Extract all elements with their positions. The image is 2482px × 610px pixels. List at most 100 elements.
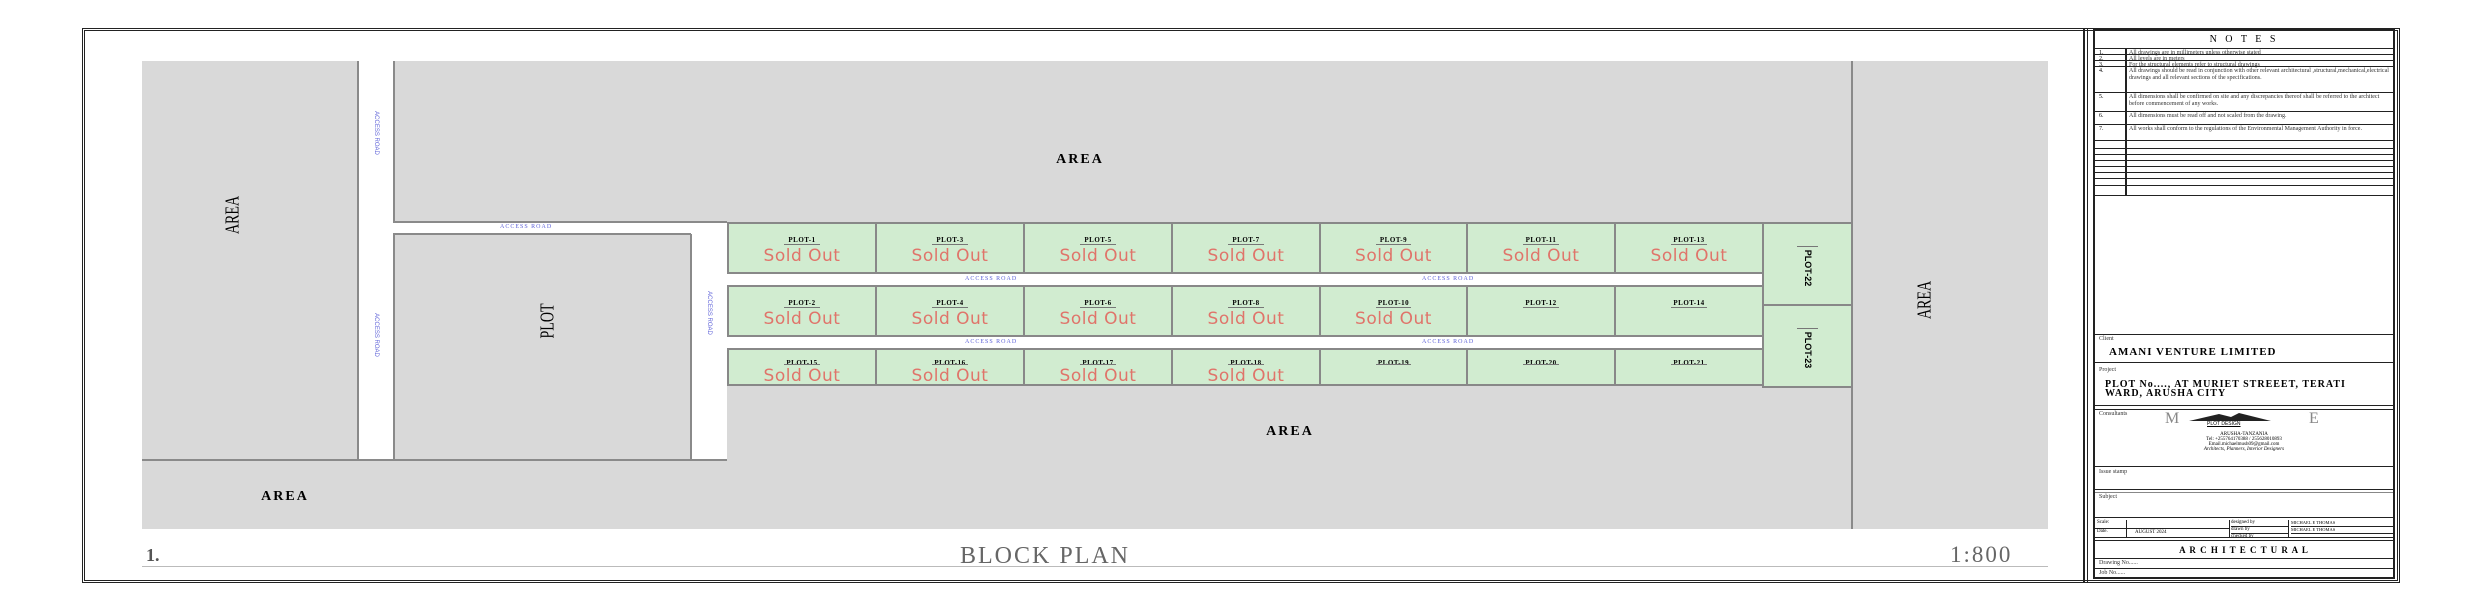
plot-area-text — [1671, 307, 1707, 309]
plot-plot-20[interactable]: PLOT-20 — [1466, 348, 1616, 386]
note-text: For the structural elements refer to str… — [2129, 62, 2260, 68]
plot-access-road-2 — [727, 337, 1762, 348]
sold-out-label: Sold Out — [1207, 365, 1285, 386]
plot-access-road-1 — [727, 274, 1762, 285]
checked-by-label: checked by — [2231, 534, 2254, 539]
sold-out-label: Sold Out — [763, 365, 841, 386]
plot-area-text — [1376, 307, 1411, 309]
drawing-scale: 1:800 — [1950, 542, 2013, 567]
note-number: 1. — [2099, 50, 2104, 56]
sold-out-label: Sold Out — [1502, 246, 1580, 267]
boundary-line — [690, 234, 692, 460]
title-underline — [142, 566, 2048, 567]
logo-name: PLOT DESIGN — [2207, 421, 2241, 427]
access-road-label: ACCESS ROAD — [706, 291, 712, 335]
plot-label: PLOT-9 — [1379, 236, 1408, 245]
plot-plot-22[interactable]: PLOT-22 — [1762, 222, 1853, 306]
plot-area-text — [932, 244, 968, 246]
plot-label: PLOT-23 — [1802, 331, 1813, 369]
drawing-number: 1. — [146, 545, 160, 565]
plot-label: PLOT-10 — [1377, 299, 1410, 308]
plot-plot-21[interactable]: PLOT-21 — [1614, 348, 1764, 386]
note-item: 4.All drawings should be read in conjunc… — [2095, 67, 2393, 93]
sold-out-label: Sold Out — [763, 309, 841, 330]
plot-area-text — [1797, 246, 1818, 248]
note-text: All levels are in meters — [2129, 56, 2185, 62]
drawn-by-label: drawn by — [2231, 527, 2288, 534]
note-text: All drawings are in millimeters unless o… — [2129, 50, 2261, 56]
designed-by-value: MICHAEL E THOMAS — [2291, 520, 2393, 527]
consultant-phone: Tel: +255764170388 / 255628010893 — [2206, 437, 2282, 442]
sold-out-label: Sold Out — [1355, 309, 1432, 330]
client-section: Client AMANI VENTURE LIMITED — [2095, 334, 2393, 363]
sold-out-label: Sold Out — [1650, 246, 1728, 267]
note-text: All works shall conform to the regulatio… — [2129, 126, 2362, 132]
note-item: 5.All dimensions shall be confirmed on s… — [2095, 93, 2393, 112]
discipline-section: A R C H I T E C T U R A L — [2095, 540, 2393, 559]
plot-label: PLOT-6 — [1084, 299, 1112, 308]
plot-label: PLOT-17 — [1082, 358, 1114, 367]
boundary-line — [393, 234, 395, 460]
plot-area-text — [784, 364, 820, 366]
boundary-line — [142, 459, 727, 461]
access-road-label: ACCESS ROAD — [500, 224, 553, 230]
plot-label: PLOT-15 — [786, 358, 818, 367]
plot-plot-19[interactable]: PLOT-19 — [1319, 348, 1468, 386]
plot-label: PLOT-1 — [788, 236, 816, 245]
plot-area-text — [1523, 307, 1559, 309]
area-label-right: AREA — [1913, 280, 1936, 320]
plot-label: PLOT-7 — [1232, 236, 1260, 245]
plot-plot-12[interactable]: PLOT-12 — [1466, 285, 1616, 337]
plot-area-text — [1523, 364, 1559, 366]
note-number: 4. — [2099, 68, 2104, 74]
boundary-line — [357, 61, 359, 460]
issue-stamp-label: Issue stamp — [2099, 469, 2128, 475]
sold-out-label: Sold Out — [1059, 365, 1137, 386]
plot-label: PLOT-14 — [1673, 299, 1705, 308]
drawing-no-section: Drawing No...... — [2095, 559, 2393, 569]
project-section: Project PLOT No...., AT MURIET STREEET, … — [2095, 363, 2393, 406]
sold-out-label: Sold Out — [911, 309, 989, 330]
sold-out-label: Sold Out — [911, 365, 989, 386]
plot-area-text — [1671, 244, 1707, 246]
plot-label: PLOT-21 — [1673, 358, 1705, 367]
boundary-line — [393, 221, 727, 223]
plot-plot-23[interactable]: PLOT-23 — [1762, 304, 1853, 388]
drawn-by-value: MICHAEL E THOMAS — [2291, 527, 2393, 534]
access-road-label: ACCESS ROAD — [1422, 339, 1475, 345]
consultants-section: Consultants M PLOT DESIGN E ARUSHA-TANZA… — [2095, 409, 2393, 467]
frame-divider — [2083, 29, 2088, 582]
plot-label: PLOT-8 — [1232, 299, 1260, 308]
plot-label: PLOT-20 — [1525, 358, 1557, 367]
plot-block-label: PLOT — [536, 303, 559, 339]
plot-label: PLOT-19 — [1377, 358, 1410, 367]
logo-letter-m: M — [2165, 410, 2180, 427]
plot-area-text — [1080, 307, 1116, 309]
signoff-values: MICHAEL E THOMAS MICHAEL E THOMAS — [2291, 520, 2393, 540]
plot-label: PLOT-11 — [1525, 236, 1557, 245]
issue-stamp-section: Issue stamp — [2095, 468, 2393, 490]
job-no-section: Job No...... — [2095, 569, 2393, 579]
note-empty-row — [2095, 195, 2393, 196]
plot-plot-14[interactable]: PLOT-14 — [1614, 285, 1764, 337]
subject-label: Subject — [2099, 494, 2117, 500]
sold-out-label: Sold Out — [1207, 246, 1285, 267]
area-label-bottom-left: AREA — [261, 489, 309, 504]
plot-area-text — [1080, 364, 1116, 366]
